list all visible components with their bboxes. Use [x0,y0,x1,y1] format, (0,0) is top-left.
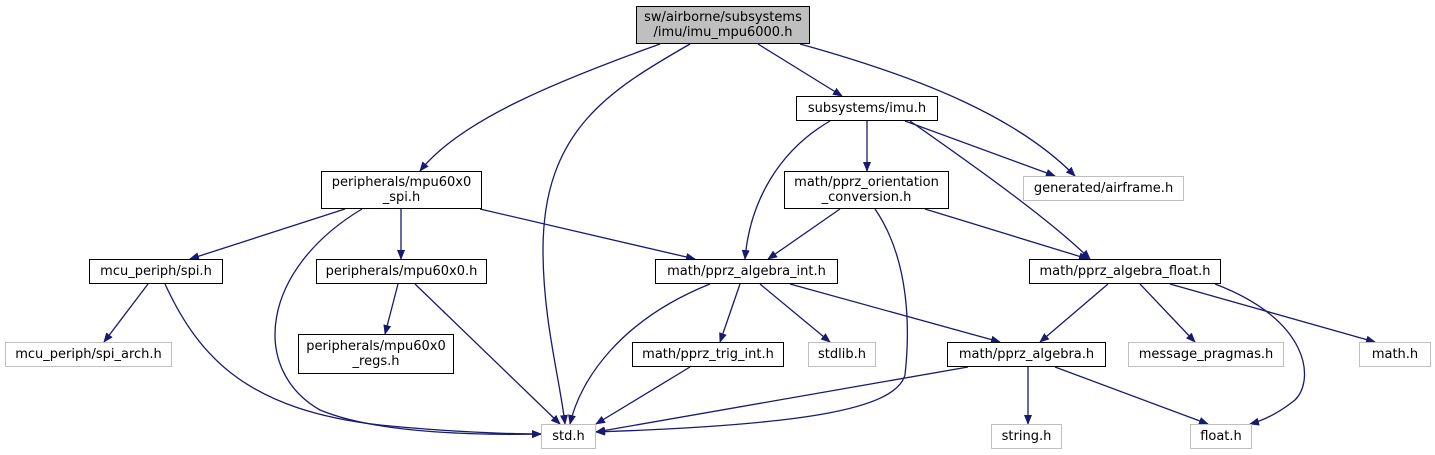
node-label: math/pprz_trig_int.h [642,347,774,362]
node-label-line1: math/pprz_orientation [794,175,939,190]
edge-root-to-generated-airframe [799,43,1076,177]
edge-pprz-algebra-float-to-message-pragmas [1139,283,1196,343]
node-label: math/pprz_algebra_float.h [1039,264,1211,279]
edge-mcu-spi-to-std [164,283,542,438]
node-mpu60x0[interactable]: peripherals/mpu60x0.h [316,259,487,284]
node-label-line1: sw/airborne/subsystems [644,10,802,25]
edge-pprz-algebra-float-to-math-h [1169,283,1376,344]
edge-pprz-algebra-to-std [595,366,969,435]
edge-pprz-trig-int-to-std [595,366,691,425]
edge-subsystems-imu-to-generated-airframe [904,120,1056,177]
edge-mpu60x0-spi-to-mcu-spi [189,208,346,261]
node-stdlib[interactable]: stdlib.h [808,342,876,367]
node-label: math/pprz_algebra_int.h [667,264,826,279]
edge-pprz-algebra-to-float [1054,366,1209,425]
edge-mpu60x0-spi-to-std [274,208,542,439]
edge-pprz-orientation-to-pprz-algebra-float [924,208,1089,261]
node-label: peripherals/mpu60x0.h [325,264,478,279]
node-label: subsystems/imu.h [807,101,927,116]
node-subsystems-imu[interactable]: subsystems/imu.h [796,96,938,121]
edge-mpu60x0-to-mpu60x0-regs [383,283,399,335]
edge-pprz-algebra-int-to-stdlib [759,283,831,343]
edge-pprz-algebra-int-to-pprz-trig-int [719,283,741,343]
edge-pprz-orientation-to-pprz-algebra-int [767,208,841,260]
node-label: std.h [552,429,585,444]
node-label: mcu_periph/spi.h [100,264,212,279]
edge-mcu-spi-to-spi-arch [103,283,149,343]
node-mpu60x0-spi[interactable]: peripherals/mpu60x0 _spi.h [321,171,482,209]
node-label-line2: /imu/imu_mpu6000.h [653,25,793,40]
node-label: string.h [1001,429,1052,444]
node-math-h[interactable]: math.h [1359,342,1431,367]
node-label-line1: peripherals/mpu60x0 [306,339,446,354]
node-spi-arch[interactable]: mcu_periph/spi_arch.h [5,342,172,367]
node-label: math.h [1371,347,1419,362]
node-mpu60x0-regs[interactable]: peripherals/mpu60x0 _regs.h [298,334,454,374]
node-float[interactable]: float.h [1190,424,1252,449]
node-label-line2: _regs.h [352,354,400,369]
node-pprz-orientation-conversion[interactable]: math/pprz_orientation _conversion.h [784,171,949,209]
edge-pprz-algebra-int-to-pprz-algebra [789,283,1001,344]
node-label: float.h [1200,429,1242,444]
node-label: stdlib.h [818,347,866,362]
node-pprz-algebra[interactable]: math/pprz_algebra.h [947,342,1106,367]
edge-subsystems-imu-to-pprz-algebra-float [909,120,1091,260]
edge-pprz-algebra-int-to-std [568,283,711,425]
node-label-line1: peripherals/mpu60x0 [331,175,472,190]
edge-mpu60x0-to-std [414,283,561,425]
node-label-line2: _conversion.h [821,190,912,205]
edge-pprz-orientation-to-std [595,208,909,436]
edge-root-to-subsystems-imu [757,43,843,97]
edge-root-to-std [542,43,691,425]
edge-mpu60x0-spi-to-pprz-algebra-int [479,208,696,261]
node-message-pragmas[interactable]: message_pragmas.h [1128,342,1284,367]
node-label: message_pragmas.h [1138,347,1274,362]
edge-pprz-algebra-float-to-float [1214,283,1306,426]
node-label: generated/airframe.h [1033,181,1174,196]
edge-root-to-mpu60x0-spi [419,43,661,172]
node-label: mcu_periph/spi_arch.h [15,347,162,362]
node-label-line2: _spi.h [382,190,421,205]
node-pprz-trig-int[interactable]: math/pprz_trig_int.h [632,342,784,367]
node-string[interactable]: string.h [991,424,1062,449]
node-label: math/pprz_algebra.h [958,347,1095,362]
node-pprz-algebra-float[interactable]: math/pprz_algebra_float.h [1029,259,1221,284]
edge-pprz-algebra-float-to-pprz-algebra [1039,283,1109,343]
node-root-imu-mpu6000[interactable]: sw/airborne/subsystems /imu/imu_mpu6000.… [636,6,810,44]
node-std[interactable]: std.h [541,424,596,449]
edge-subsystems-imu-to-pprz-algebra-int [741,120,831,260]
node-mcu-periph-spi[interactable]: mcu_periph/spi.h [89,259,223,284]
node-pprz-algebra-int[interactable]: math/pprz_algebra_int.h [655,259,838,284]
node-generated-airframe[interactable]: generated/airframe.h [1023,176,1184,201]
